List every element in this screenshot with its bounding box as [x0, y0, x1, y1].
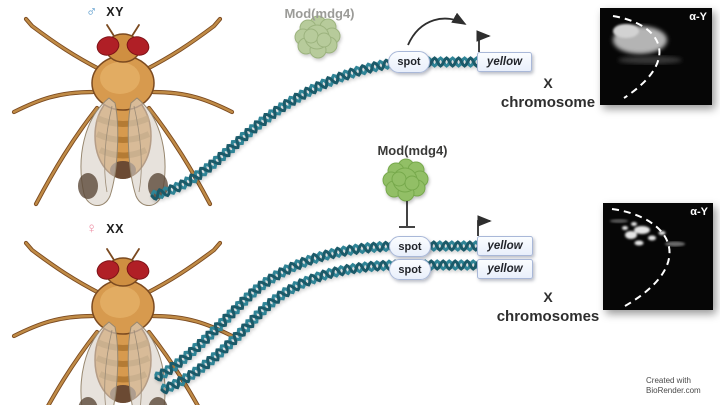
activation-arc-arrow	[407, 12, 467, 46]
alpha-y-antibody-label-top: α-Y	[689, 11, 707, 23]
micrograph-male-image	[600, 8, 712, 105]
x-chromosomes-caption-line1: X	[543, 289, 553, 305]
x-chromosome-caption: X chromosome	[480, 74, 616, 112]
mod-mdg4-label-active: Mod(mdg4)	[377, 143, 448, 158]
spot-insulator-top: spot	[388, 51, 430, 73]
dna-helices	[150, 56, 507, 395]
transcription-arrow-top	[476, 30, 491, 52]
inhibition-tbar	[399, 201, 415, 228]
spot-insulator-bottom-1: spot	[389, 236, 431, 257]
karyotype-xy: XY	[106, 4, 124, 19]
yellow-gene-top: yellow	[477, 52, 532, 72]
x-chromosomes-caption-line2: chromosomes	[496, 308, 600, 325]
biorender-credit-line2: BioRender.com	[646, 386, 701, 395]
male-karyotype-label: ♂ XY	[86, 4, 124, 19]
mod-mdg4-blob-active	[382, 158, 429, 202]
mod-mdg4-blob-inactive	[294, 15, 341, 59]
female-symbol: ♀	[86, 220, 98, 237]
yellow-gene-bottom-2: yellow	[477, 259, 533, 279]
female-karyotype-label: ♀ XX	[86, 221, 124, 236]
biorender-credit-line1: Created with	[646, 376, 691, 385]
biorender-credit: Created with BioRender.com	[646, 376, 701, 396]
micrograph-male: α-Y	[600, 8, 712, 105]
x-chromosome-caption-line1: X	[543, 75, 553, 91]
micrograph-female: α-Y	[603, 203, 713, 310]
x-chromosomes-caption: X chromosomes	[480, 288, 616, 326]
x-chromosome-caption-line2: chromosome	[500, 94, 596, 111]
karyotype-xx: XX	[106, 221, 124, 236]
alpha-y-antibody-label-bottom: α-Y	[690, 206, 708, 218]
spot-insulator-bottom-2: spot	[389, 259, 431, 280]
mod-mdg4-label-inactive: Mod(mdg4)	[284, 6, 355, 21]
male-symbol: ♂	[86, 3, 98, 20]
transcription-arrow-bottom	[477, 215, 492, 236]
yellow-gene-bottom-1: yellow	[477, 236, 533, 256]
micrograph-female-image	[603, 203, 713, 310]
